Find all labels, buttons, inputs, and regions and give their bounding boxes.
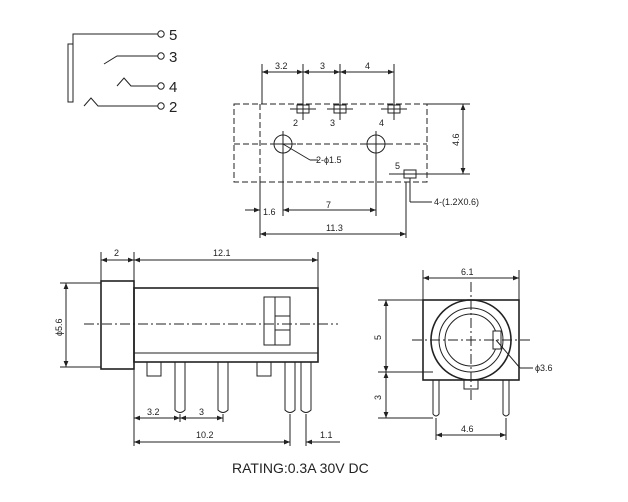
front-pin-left: [432, 380, 440, 417]
dim-total-11.3: 11.3: [326, 223, 343, 233]
dim-right-4.6: 4.6: [451, 133, 461, 146]
dim-width-6.1: 6.1: [461, 267, 474, 277]
hole-callout: 2-ϕ1.5: [316, 155, 342, 165]
dim-bottom-1.6: 1.6: [263, 207, 276, 217]
dim-top-4: 4: [365, 61, 370, 71]
slot-callout: 4-(1.2X0.6): [434, 197, 479, 207]
pad-label-5: 5: [395, 161, 400, 171]
top-view: 2 3 4 5 3.2 3 4 4.6 2-ϕ1.5 4-(1.2X0.6): [233, 61, 479, 238]
side-pin-2: [217, 362, 229, 413]
pin-5-terminal: [157, 30, 165, 38]
jack-body: [133, 287, 319, 363]
dim-dia-5.6: ϕ5.6: [54, 318, 64, 336]
sleeve-contact: [67, 43, 74, 103]
pin-2-terminal: [157, 102, 165, 110]
side-pin-4: [300, 362, 312, 413]
pin-3-terminal: [157, 52, 165, 60]
front-pin-right: [502, 380, 510, 417]
dim-pins-3.2: 3.2: [147, 407, 160, 417]
dim-top-3: 3: [320, 61, 325, 71]
dim-bottom-7: 7: [326, 200, 331, 210]
pad-label-4: 4: [379, 118, 384, 128]
dim-lower-3: 3: [373, 395, 383, 400]
dim-pins-10.2: 10.2: [196, 430, 214, 440]
dim-pin-gap-1.1: 1.1: [320, 430, 333, 440]
dim-pins-3: 3: [199, 407, 204, 417]
side-pin-3: [284, 362, 296, 413]
pin-label-5: 5: [169, 27, 177, 44]
dim-top-3.2: 3.2: [275, 61, 288, 71]
pin-4-terminal: [157, 82, 165, 90]
side-view: 2 12.1 ϕ5.6 3.2 3 10.2 1.1: [54, 248, 340, 446]
pin-label-4: 4: [169, 79, 177, 96]
jack-collar: [100, 280, 135, 370]
side-pin-1: [174, 362, 186, 413]
rating-label: RATING:0.3A 30V DC: [232, 460, 369, 476]
pin-label-3: 3: [169, 49, 177, 66]
pad-label-2: 2: [293, 118, 298, 128]
pin-schematic: 5 3 4 2: [67, 27, 177, 116]
pin-label-2: 2: [169, 99, 177, 116]
pad-label-3: 3: [330, 118, 335, 128]
dim-collar-2: 2: [114, 248, 119, 258]
front-view: 6.1 5 3 4.6 ϕ3.6: [373, 267, 553, 440]
dim-length-12.1: 12.1: [213, 248, 231, 258]
dim-upper-5: 5: [373, 335, 383, 340]
dim-pin-span-4.6: 4.6: [461, 424, 474, 434]
dim-hole-3.6: ϕ3.6: [535, 363, 553, 373]
